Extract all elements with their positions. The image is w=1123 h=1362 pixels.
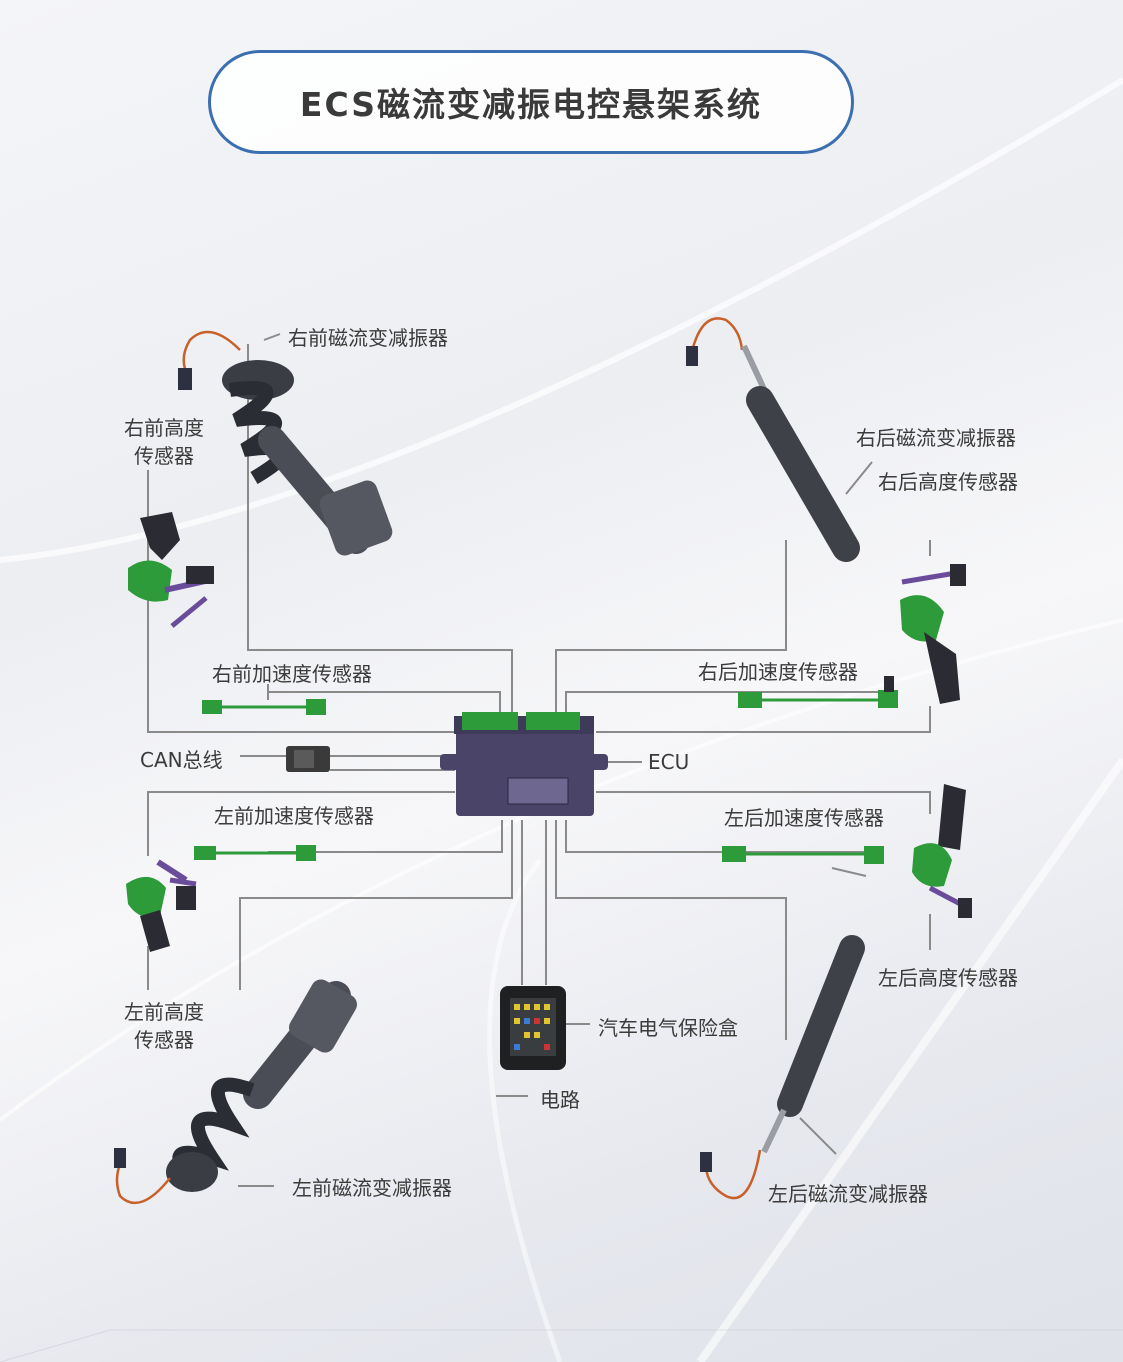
left-front-height-sensor-icon <box>126 859 197 952</box>
left-rear-height-sensor-icon <box>912 784 972 918</box>
page-title: ECS磁流变减振电控悬架系统 <box>299 85 763 124</box>
label-left-rear-height-sensor: 左后高度传感器 <box>878 966 1018 990</box>
left-rear-damper-icon <box>700 935 865 1200</box>
label-fuse-box: 汽车电气保险盒 <box>598 1016 738 1040</box>
left-front-damper-icon <box>114 979 357 1205</box>
label-right-front-height-line2: 传感器 <box>134 444 194 468</box>
label-left-front-height-line1: 左前高度 <box>124 1000 204 1024</box>
label-circuit: 电路 <box>540 1088 580 1112</box>
right-front-accel-sensor-icon <box>202 699 326 715</box>
left-rear-accel-sensor-icon <box>722 846 884 864</box>
label-left-front-height-sensor: 左前高度 传感器 <box>124 998 204 1054</box>
label-right-rear-damper: 右后磁流变减振器 <box>856 426 1016 450</box>
right-rear-accel-sensor-icon <box>738 676 898 708</box>
label-right-front-height-line1: 右前高度 <box>124 416 204 440</box>
label-left-front-accel-sensor: 左前加速度传感器 <box>214 804 374 828</box>
label-ecu: ECU <box>648 750 690 774</box>
right-front-height-sensor-icon <box>128 512 214 628</box>
label-left-rear-accel-sensor: 左后加速度传感器 <box>724 806 884 830</box>
label-right-front-accel-sensor: 右前加速度传感器 <box>212 662 372 686</box>
right-rear-damper-icon <box>686 317 860 562</box>
label-left-front-damper: 左前磁流变减振器 <box>292 1176 452 1200</box>
label-right-rear-accel-sensor: 右后加速度传感器 <box>698 660 858 684</box>
can-connector-icon <box>286 746 330 772</box>
label-right-front-damper: 右前磁流变减振器 <box>288 326 448 350</box>
left-front-accel-sensor-icon <box>194 845 316 861</box>
fuse-box-icon <box>500 986 566 1070</box>
label-left-rear-damper: 左后磁流变减振器 <box>768 1182 928 1206</box>
right-rear-height-sensor-icon <box>900 564 966 704</box>
label-right-rear-height-sensor: 右后高度传感器 <box>878 470 1018 494</box>
right-front-damper-icon <box>178 330 393 556</box>
ecu-icon <box>440 712 608 816</box>
label-can-bus: CAN总线 <box>140 748 223 772</box>
title-pill: ECS磁流变减振电控悬架系统 <box>208 50 854 154</box>
label-left-front-height-line2: 传感器 <box>134 1028 194 1052</box>
label-right-front-height-sensor: 右前高度 传感器 <box>124 414 204 470</box>
